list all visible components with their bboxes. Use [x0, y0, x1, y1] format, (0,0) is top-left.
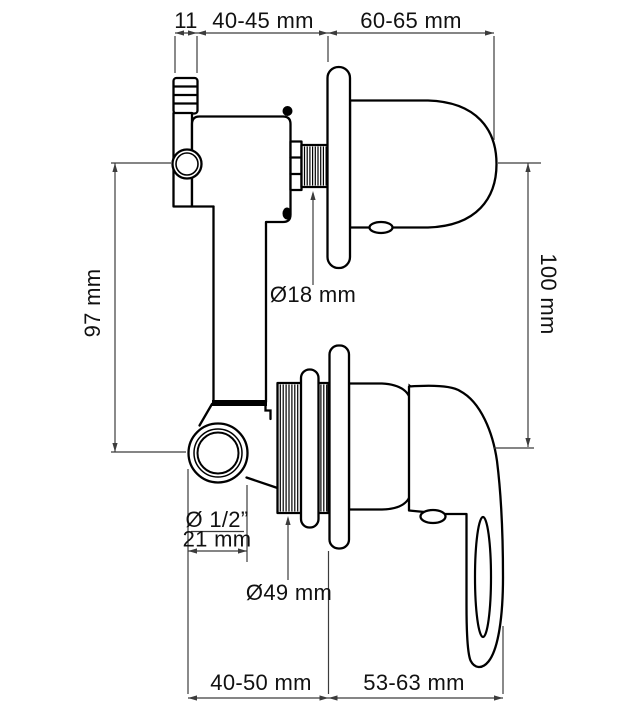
arrow-head: [485, 30, 494, 36]
dim-label-inlet-thread: Ø 1/2”: [186, 507, 249, 532]
stem-collar: [289, 140, 303, 192]
escutcheon-plate: [328, 344, 351, 550]
inlet-connector-ring: [193, 428, 243, 478]
valve-body: [190, 115, 292, 224]
handle-badge: [368, 220, 394, 235]
pipe-end-seal: [212, 400, 267, 406]
arrow-head: [112, 443, 118, 452]
dim-label-handle-height: 100 mm: [536, 253, 561, 334]
arrow-head: [238, 548, 247, 554]
side-knob-inner: [175, 152, 199, 176]
dim-label-nozzle-width: 11: [174, 8, 197, 33]
dim-label-handle-depth: 60-65 mm: [360, 8, 461, 33]
arrow-head: [328, 695, 338, 701]
arrow-head: [285, 516, 291, 525]
arrow-head: [525, 163, 531, 172]
arrow-head: [525, 438, 531, 447]
upper-valve-assembly: [171, 65, 498, 406]
arrow-head: [328, 30, 337, 36]
dim-label-stem-diameter: Ø18 mm: [270, 282, 356, 307]
dim-label-valve-depth: 40-45 mm: [212, 8, 313, 33]
arrow-head: [197, 30, 206, 36]
mixer-body: [347, 382, 413, 511]
arrow-head: [175, 30, 184, 36]
dome-handle: [348, 99, 498, 229]
dim-label-bottom-left-span: 40-50 mm: [210, 670, 311, 695]
arrow-head: [319, 30, 328, 36]
pipe-joint: [198, 402, 214, 427]
arrow-head: [319, 695, 329, 701]
o-ring-dot: [282, 106, 293, 116]
lower-trim-assembly: [187, 344, 505, 669]
dim-label-valve-height: 97 mm: [80, 269, 105, 338]
dim-label-inlet-diameter: 21 mm: [183, 527, 252, 552]
arrow-head: [112, 163, 118, 172]
dim-label-collar-diameter: Ø49 mm: [246, 580, 332, 605]
arrow-head: [188, 548, 197, 554]
lever-cutout: [473, 515, 493, 639]
side-knob: [171, 148, 203, 180]
inlet-connector-bore: [196, 431, 240, 475]
arrow-head: [494, 695, 503, 701]
dimension-annotations: 11 40-45 mm 60-65 mm 97 mm 100 mm Ø18 mm…: [80, 8, 561, 701]
lever-badge: [419, 508, 447, 525]
arrow-head: [188, 695, 197, 701]
o-ring-dot: [282, 207, 292, 220]
inlet-joint: [245, 476, 279, 490]
arrow-head: [188, 30, 197, 36]
stem-thread-hatch: [303, 146, 327, 186]
dim-label-bottom-right-span: 53-63 mm: [363, 670, 464, 695]
pipe-joint-step: [264, 401, 272, 421]
lock-ring: [299, 368, 320, 529]
arrow-head: [310, 191, 316, 200]
wall-flange: [326, 65, 352, 270]
